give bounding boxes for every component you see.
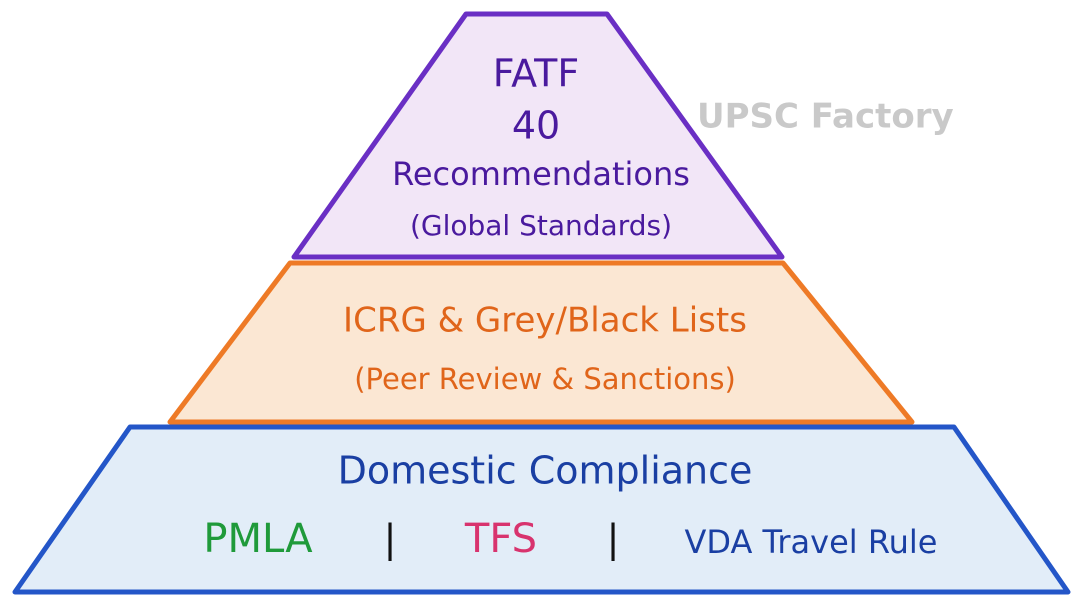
base-tier-title: Domestic Compliance — [338, 449, 753, 493]
pyramid-tier-middle — [167, 260, 915, 425]
top-tier-line2: 40 — [512, 104, 560, 148]
base-separator-1: | — [384, 517, 397, 562]
base-item-tfs: TFS — [464, 516, 537, 562]
base-separator-2: | — [607, 517, 620, 562]
base-item-vda-travel-rule: VDA Travel Rule — [685, 523, 938, 561]
top-tier-line3: Recommendations — [392, 155, 690, 193]
pyramid-tier-base — [12, 424, 1071, 595]
base-item-pmla: PMLA — [203, 516, 313, 562]
top-tier-line1: FATF — [493, 52, 579, 96]
watermark-text: UPSC Factory — [697, 97, 954, 137]
middle-tier-line2: (Peer Review & Sanctions) — [354, 362, 736, 396]
pyramid-tier-top — [291, 11, 785, 260]
top-tier-line4: (Global Standards) — [410, 209, 672, 242]
middle-tier-line1: ICRG & Grey/Black Lists — [343, 301, 747, 341]
